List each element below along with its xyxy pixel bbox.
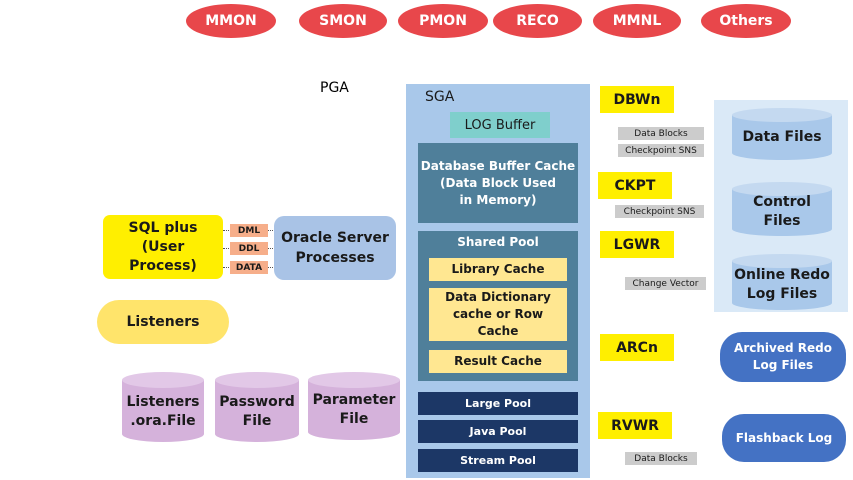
library-cache: Library Cache [429, 258, 567, 281]
oracle-server-processes: Oracle Server Processes [274, 216, 396, 280]
arcn-process: ARCn [600, 334, 674, 361]
pga-label: PGA [320, 80, 349, 96]
java-pool: Java Pool [418, 420, 578, 443]
pmon-process: PMON [398, 4, 488, 38]
lgwr-process: LGWR [600, 231, 674, 258]
dml-label: DML [230, 224, 268, 237]
mmnl-process: MMNL [593, 4, 681, 38]
dbwn-process: DBWn [600, 86, 674, 113]
ddl-label: DDL [230, 242, 268, 255]
listeners-ora-file: Listeners.ora.File [122, 372, 204, 442]
mmon-process: MMON [186, 4, 276, 38]
result-cache: Result Cache [429, 350, 567, 373]
flashback-log: Flashback Log [722, 414, 846, 462]
database-buffer-cache: Database Buffer Cache (Data Block Used i… [418, 143, 578, 223]
rvwr-process: RVWR [598, 412, 672, 439]
checkpoint-sns-tag: Checkpoint SNS [618, 144, 704, 157]
data-blocks-tag: Data Blocks [618, 127, 704, 140]
log-buffer: LOG Buffer [450, 112, 550, 138]
data-dictionary-cache: Data Dictionary cache or Row Cache [429, 288, 567, 341]
sga-label: SGA [425, 89, 455, 105]
shared-pool-title: Shared Pool [457, 235, 539, 249]
change-vector-tag: Change Vector [625, 277, 706, 290]
large-pool: Large Pool [418, 392, 578, 415]
data-files: Data Files [732, 108, 832, 160]
listeners: Listeners [97, 300, 229, 344]
sql-plus-user-process: SQL plus (User Process) [103, 215, 223, 279]
stream-pool: Stream Pool [418, 449, 578, 472]
others-process: Others [701, 4, 791, 38]
reco-process: RECO [493, 4, 582, 38]
data-blocks-tag: Data Blocks [625, 452, 697, 465]
data-label: DATA [230, 261, 268, 274]
ckpt-process: CKPT [598, 172, 672, 199]
smon-process: SMON [299, 4, 387, 38]
checkpoint-sns-tag: Checkpoint SNS [615, 205, 704, 218]
